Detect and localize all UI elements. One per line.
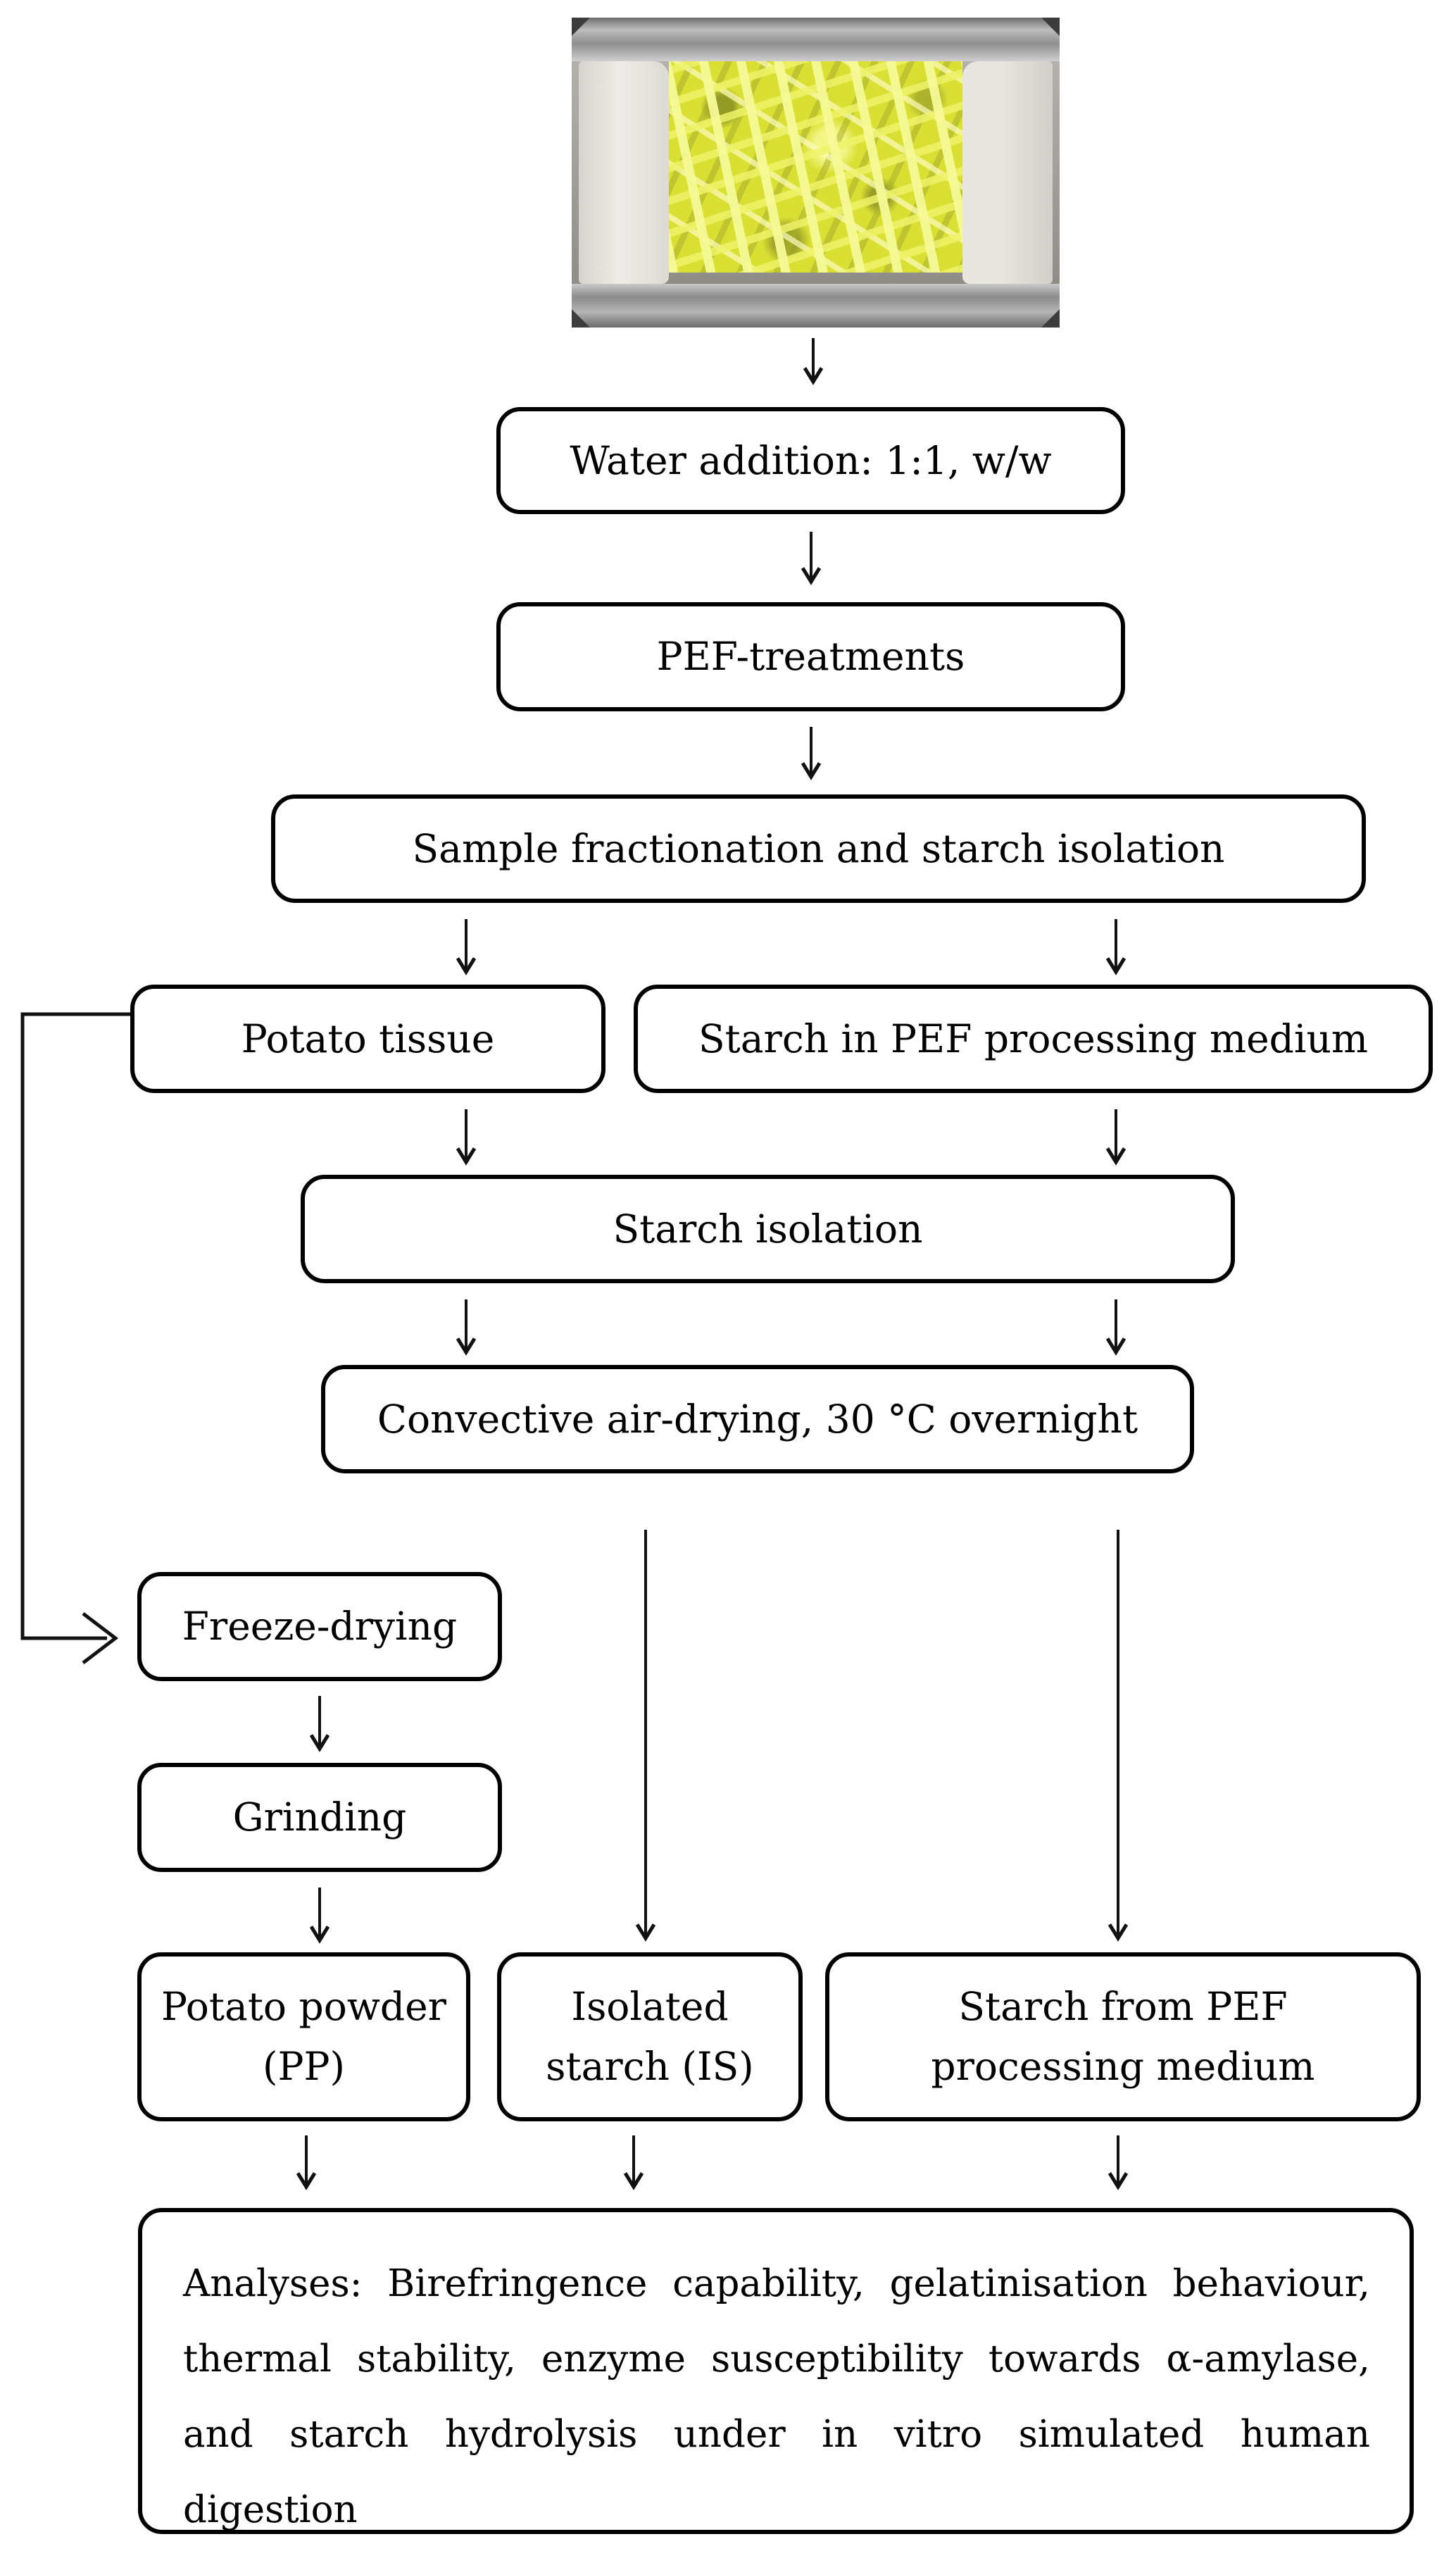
node-grinding: Grinding: [137, 1763, 502, 1872]
node-pef-treatments-label: PEF-treatments: [656, 634, 965, 680]
chamber-top-metal-bar: [572, 18, 1060, 61]
node-convective-drying: Convective air-drying, 30 °C overnight: [321, 1365, 1194, 1473]
chamber-corner-notch: [572, 309, 590, 327]
pef-chamber-photo: [572, 18, 1060, 327]
node-sample-fractionation-label: Sample fractionation and starch isolatio…: [412, 825, 1225, 871]
node-water-addition-label: Water addition: 1:1, w/w: [570, 437, 1052, 483]
chamber-body: [572, 61, 1060, 284]
node-water-addition: Water addition: 1:1, w/w: [496, 407, 1125, 514]
node-starch-isolation-label: Starch isolation: [613, 1206, 923, 1252]
node-analyses-label: Analyses: Birefringence capability, gela…: [183, 2262, 1370, 2532]
chamber-left-plastic-block: [579, 61, 669, 284]
node-potato-powder: Potato powder (PP): [137, 1952, 470, 2121]
node-freeze-drying: Freeze-drying: [137, 1572, 502, 1681]
node-convective-drying-label: Convective air-drying, 30 °C overnight: [377, 1396, 1138, 1442]
node-pef-treatments: PEF-treatments: [496, 602, 1125, 711]
node-potato-powder-label: Potato powder (PP): [161, 1983, 446, 2089]
node-isolated-starch-label: Isolated starch (IS): [546, 1983, 754, 2089]
chamber-bottom-metal-bar: [572, 284, 1060, 327]
node-freeze-drying-label: Freeze-drying: [182, 1604, 458, 1649]
node-starch-from-medium: Starch from PEF processing medium: [825, 1952, 1421, 2121]
node-isolated-starch: Isolated starch (IS): [497, 1952, 803, 2121]
chamber-corner-notch: [572, 18, 590, 36]
grated-potato-image: [669, 61, 962, 273]
node-grinding-label: Grinding: [232, 1795, 407, 1840]
feedback-line-tissue-to-freeze-drying: [20, 1012, 130, 1640]
node-sample-fractionation: Sample fractionation and starch isolatio…: [271, 794, 1366, 903]
node-potato-tissue: Potato tissue: [130, 985, 605, 1093]
node-analyses: Analyses: Birefringence capability, gela…: [138, 2208, 1414, 2534]
chamber-right-plastic-block: [962, 61, 1053, 284]
chamber-corner-notch: [1041, 309, 1060, 327]
node-starch-isolation: Starch isolation: [301, 1175, 1235, 1283]
node-potato-tissue-label: Potato tissue: [241, 1016, 495, 1061]
feedback-arrowhead: [82, 1612, 119, 1664]
node-starch-in-medium-label: Starch in PEF processing medium: [698, 1016, 1369, 1061]
node-starch-from-medium-label: Starch from PEF processing medium: [931, 1983, 1315, 2089]
chamber-corner-notch: [1041, 18, 1060, 36]
node-starch-in-medium: Starch in PEF processing medium: [634, 985, 1433, 1093]
